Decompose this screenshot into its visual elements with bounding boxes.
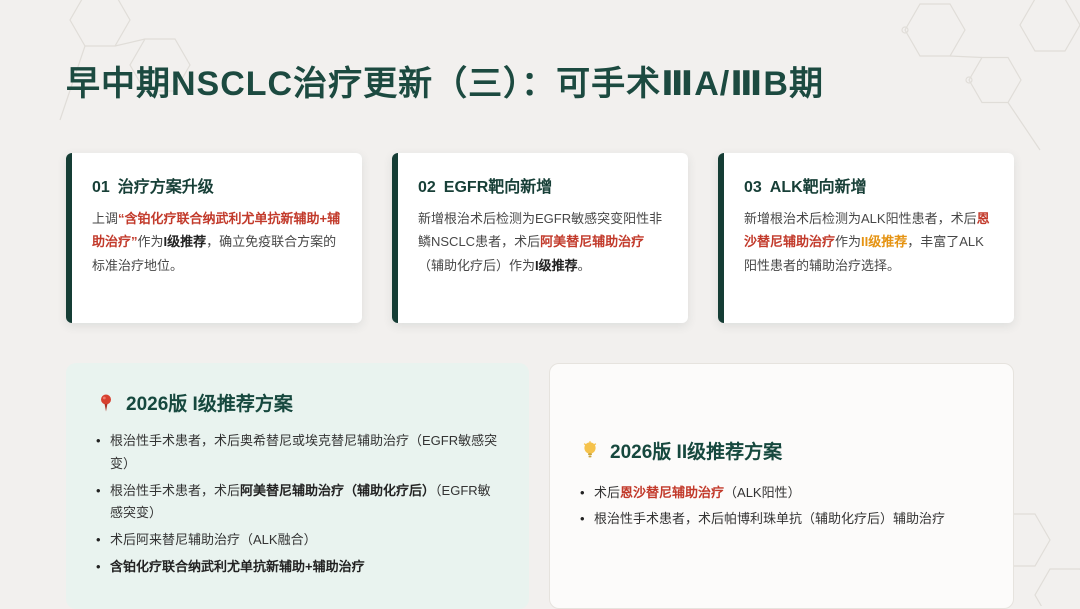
panel-title: 2026版 II级推荐方案 — [610, 441, 783, 463]
text-segment: I级推荐 — [535, 257, 578, 273]
card-egfr-addition: 02 EGFR靶向新增 新增根治术后检测为EGFR敏感突变阳性非鳞NSCLC患者，… — [392, 153, 688, 323]
panel-tier2-recommendations: 2026版 II级推荐方案 术后恩沙替尼辅助治疗（ALK阳性） 根治性手术患者，… — [549, 363, 1014, 609]
recommendation-item: 根治性手术患者，术后阿美替尼辅助治疗（辅助化疗后）（EGFR敏感突变） — [96, 480, 499, 526]
card-alk-addition: 03 ALK靶向新增 新增根治术后检测为ALK阳性患者，术后恩沙替尼辅助治疗作为I… — [718, 153, 1014, 323]
text-segment: 阿美替尼辅助治疗 — [540, 234, 645, 250]
text-segment: 作为 — [835, 234, 862, 250]
text-segment: 恩沙替尼辅助治疗 — [620, 484, 725, 500]
card-title: 治疗方案升级 — [117, 179, 214, 196]
text-segment: 作为 — [137, 234, 164, 250]
bulb-icon — [580, 440, 600, 460]
recommendation-item: 根治性手术患者，术后奥希替尼或埃克替尼辅助治疗（EGFR敏感突变） — [96, 430, 499, 476]
card-body: 新增根治术后检测为ALK阳性患者，术后恩沙替尼辅助治疗作为II级推荐，丰富了AL… — [744, 207, 994, 277]
card-number: 03 — [744, 179, 762, 196]
text-segment: 根治性手术患者，术后帕博利珠单抗（辅助化疗后）辅助治疗 — [594, 511, 946, 527]
panel-heading: 2026版 II级推荐方案 — [580, 437, 983, 464]
tier1-list: 根治性手术患者，术后奥希替尼或埃克替尼辅助治疗（EGFR敏感突变） 根治性手术患… — [96, 430, 499, 579]
panel-heading: 2026版 I级推荐方案 — [96, 389, 499, 416]
card-body: 新增根治术后检测为EGFR敏感突变阳性非鳞NSCLC患者，术后阿美替尼辅助治疗（… — [418, 207, 668, 277]
recommendation-item: 术后阿来替尼辅助治疗（ALK融合） — [96, 529, 499, 552]
text-segment: （ALK阳性） — [724, 484, 801, 500]
recommendation-item: 术后恩沙替尼辅助治疗（ALK阳性） — [580, 482, 983, 505]
recommendation-panels: 2026版 I级推荐方案 根治性手术患者，术后奥希替尼或埃克替尼辅助治疗（EGF… — [66, 363, 1014, 609]
card-number: 01 — [92, 179, 110, 196]
text-segment: 术后 — [594, 484, 621, 500]
panel-tier1-recommendations: 2026版 I级推荐方案 根治性手术患者，术后奥希替尼或埃克替尼辅助治疗（EGF… — [66, 363, 529, 609]
card-treatment-upgrade: 01 治疗方案升级 上调“含铂化疗联合纳武利尤单抗新辅助+辅助治疗”作为I级推荐，… — [66, 153, 362, 323]
text-segment: 。 — [577, 257, 591, 273]
card-heading: 03 ALK靶向新增 — [744, 173, 994, 197]
text-segment: 阿美替尼辅助治疗（辅助化疗后） — [240, 482, 436, 498]
text-segment: 术后阿来替尼辅助治疗（ALK融合） — [110, 532, 317, 547]
text-segment: （EGFR敏感突变） — [110, 482, 491, 521]
tier2-list: 术后恩沙替尼辅助治疗（ALK阳性） 根治性手术患者，术后帕博利珠单抗（辅助化疗后… — [580, 478, 983, 536]
page-title: 早中期NSCLC治疗更新（三）：可手术ⅢA/ⅢB期 — [66, 65, 824, 103]
text-segment: 新增根治术后检测为EGFR敏感突变阳性非鳞NSCLC患者，术后 — [418, 211, 663, 250]
text-segment: 新增根治术后检测为ALK阳性患者，术后 — [744, 211, 977, 226]
text-segment: 上调 — [92, 211, 119, 226]
text-segment: ，确立免疫联合方案的标准治疗地位。 — [92, 234, 337, 273]
text-segment: 含铂化疗联合纳武利尤单抗新辅助+辅助治疗 — [110, 558, 365, 574]
card-body: 上调“含铂化疗联合纳武利尤单抗新辅助+辅助治疗”作为I级推荐，确立免疫联合方案的… — [92, 207, 342, 277]
text-segment: （辅助化疗后）作为 — [418, 257, 536, 273]
panel-title: 2026版 I级推荐方案 — [126, 394, 293, 415]
pin-icon — [96, 393, 116, 413]
card-heading: 02 EGFR靶向新增 — [418, 173, 668, 197]
recommendation-item: 根治性手术患者，术后帕博利珠单抗（辅助化疗后）辅助治疗 — [580, 508, 983, 531]
text-segment: I级推荐 — [163, 234, 207, 250]
text-segment: ，丰富了ALK阳性患者的辅助治疗选择。 — [744, 234, 984, 273]
text-segment: “含铂化疗联合纳武利尤单抗新辅助+辅助治疗” — [92, 211, 341, 250]
card-title: EGFR靶向新增 — [443, 179, 553, 196]
text-segment: II级推荐 — [861, 234, 908, 250]
card-title: ALK靶向新增 — [769, 179, 867, 196]
text-segment: 根治性手术患者，术后奥希替尼或埃克替尼辅助治疗（EGFR敏感突变） — [110, 433, 498, 471]
text-segment: 根治性手术患者，术后 — [110, 482, 241, 498]
card-number: 02 — [418, 179, 436, 196]
card-heading: 01 治疗方案升级 — [92, 173, 342, 197]
recommendation-item: 含铂化疗联合纳武利尤单抗新辅助+辅助治疗 — [96, 556, 499, 579]
text-segment: 恩沙替尼辅助治疗 — [744, 211, 990, 250]
